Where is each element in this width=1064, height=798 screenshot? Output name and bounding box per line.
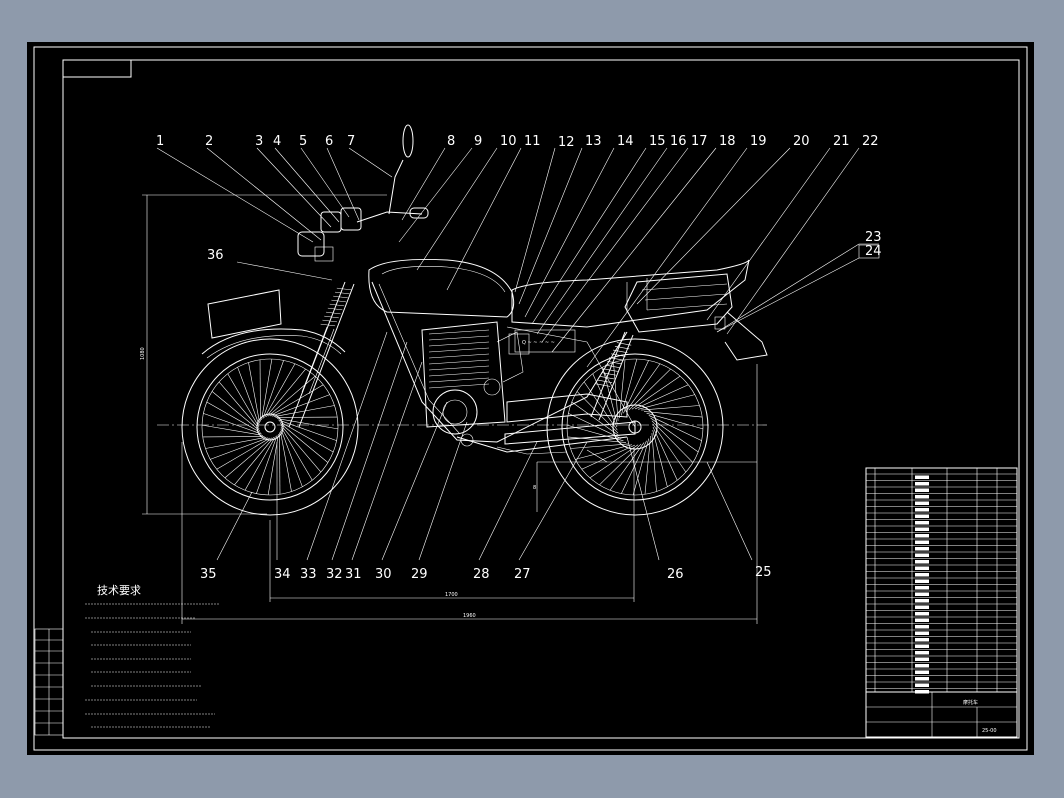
- callout-2: 2: [205, 134, 213, 149]
- bom-drawing-no: 25-00: [982, 728, 997, 734]
- muffler: [506, 393, 628, 423]
- callout-18: 18: [719, 134, 736, 149]
- callout-21: 21: [833, 134, 850, 149]
- frame: [371, 281, 628, 443]
- callout-16: 16: [670, 134, 687, 149]
- svg-text:Q ~ ~ ~ ~ ~: Q ~ ~ ~ ~ ~: [522, 340, 555, 346]
- svg-text:8: 8: [533, 485, 536, 491]
- rear-rack: [624, 273, 733, 333]
- callout-26: 26: [667, 567, 684, 582]
- bom-name: 摩托车: [963, 699, 978, 706]
- callout-29: 29: [411, 567, 428, 582]
- callout-14: 14: [617, 134, 634, 149]
- outer-frame: [33, 46, 1028, 751]
- callout-33: 33: [300, 567, 317, 582]
- cad-drawing: 1080 1700 1960 8: [33, 46, 1028, 751]
- callout-35: 35: [200, 567, 217, 582]
- cad-viewport[interactable]: 1080 1700 1960 8: [27, 42, 1034, 755]
- motorcycle-drawing: Q ~ ~ ~ ~ ~: [181, 124, 768, 516]
- inner-frame: [62, 59, 1020, 739]
- callout-36: 36: [207, 248, 224, 263]
- callout-22: 22: [862, 134, 879, 149]
- callout-25: 25: [755, 565, 772, 580]
- callout-24: 24: [865, 244, 882, 259]
- callout-17: 17: [691, 134, 708, 149]
- callout-28: 28: [473, 567, 490, 582]
- technical-requirements: 技术要求: [85, 584, 220, 728]
- callout-27: 27: [514, 567, 531, 582]
- callout-11: 11: [524, 134, 541, 149]
- callout-6: 6: [325, 134, 333, 149]
- callout-12: 12: [558, 135, 575, 150]
- callout-1: 1: [156, 134, 164, 149]
- callout-34: 34: [274, 567, 291, 582]
- callout-7: 7: [347, 134, 355, 149]
- left-revision-strip: [34, 628, 64, 736]
- rear-wheel: [546, 338, 724, 516]
- dimensions: 1080 1700 1960 8: [140, 194, 758, 624]
- exhaust-pipe: [456, 436, 628, 453]
- callout-20: 20: [793, 134, 810, 149]
- callout-30: 30: [375, 567, 392, 582]
- callout-32: 32: [326, 567, 343, 582]
- fuel-tank: [368, 258, 515, 318]
- callout-15: 15: [649, 134, 666, 149]
- callout-3: 3: [255, 134, 263, 149]
- callout-10: 10: [500, 134, 517, 149]
- mirror: [402, 124, 414, 158]
- callout-13: 13: [585, 134, 602, 149]
- callout-5: 5: [299, 134, 307, 149]
- tech-req-title: 技术要求: [97, 584, 141, 597]
- front-wheel: [181, 338, 359, 516]
- callout-31: 31: [345, 567, 362, 582]
- callout-19: 19: [750, 134, 767, 149]
- engine: [421, 321, 530, 447]
- dim-wheelbase-text: 1700: [445, 592, 458, 598]
- callout-23: 23: [865, 230, 882, 245]
- callout-8: 8: [447, 134, 455, 149]
- bom-table: 摩托车 25-00: [865, 467, 1018, 738]
- dim-length-text: 1960: [463, 613, 476, 619]
- seat: [511, 259, 750, 328]
- number-plate: [207, 289, 282, 339]
- callout-4: 4: [273, 134, 281, 149]
- callout-9: 9: [474, 134, 482, 149]
- swing-arm: [504, 421, 636, 445]
- dim-height-text: 1080: [140, 347, 146, 360]
- drawing-number-box: [62, 59, 132, 78]
